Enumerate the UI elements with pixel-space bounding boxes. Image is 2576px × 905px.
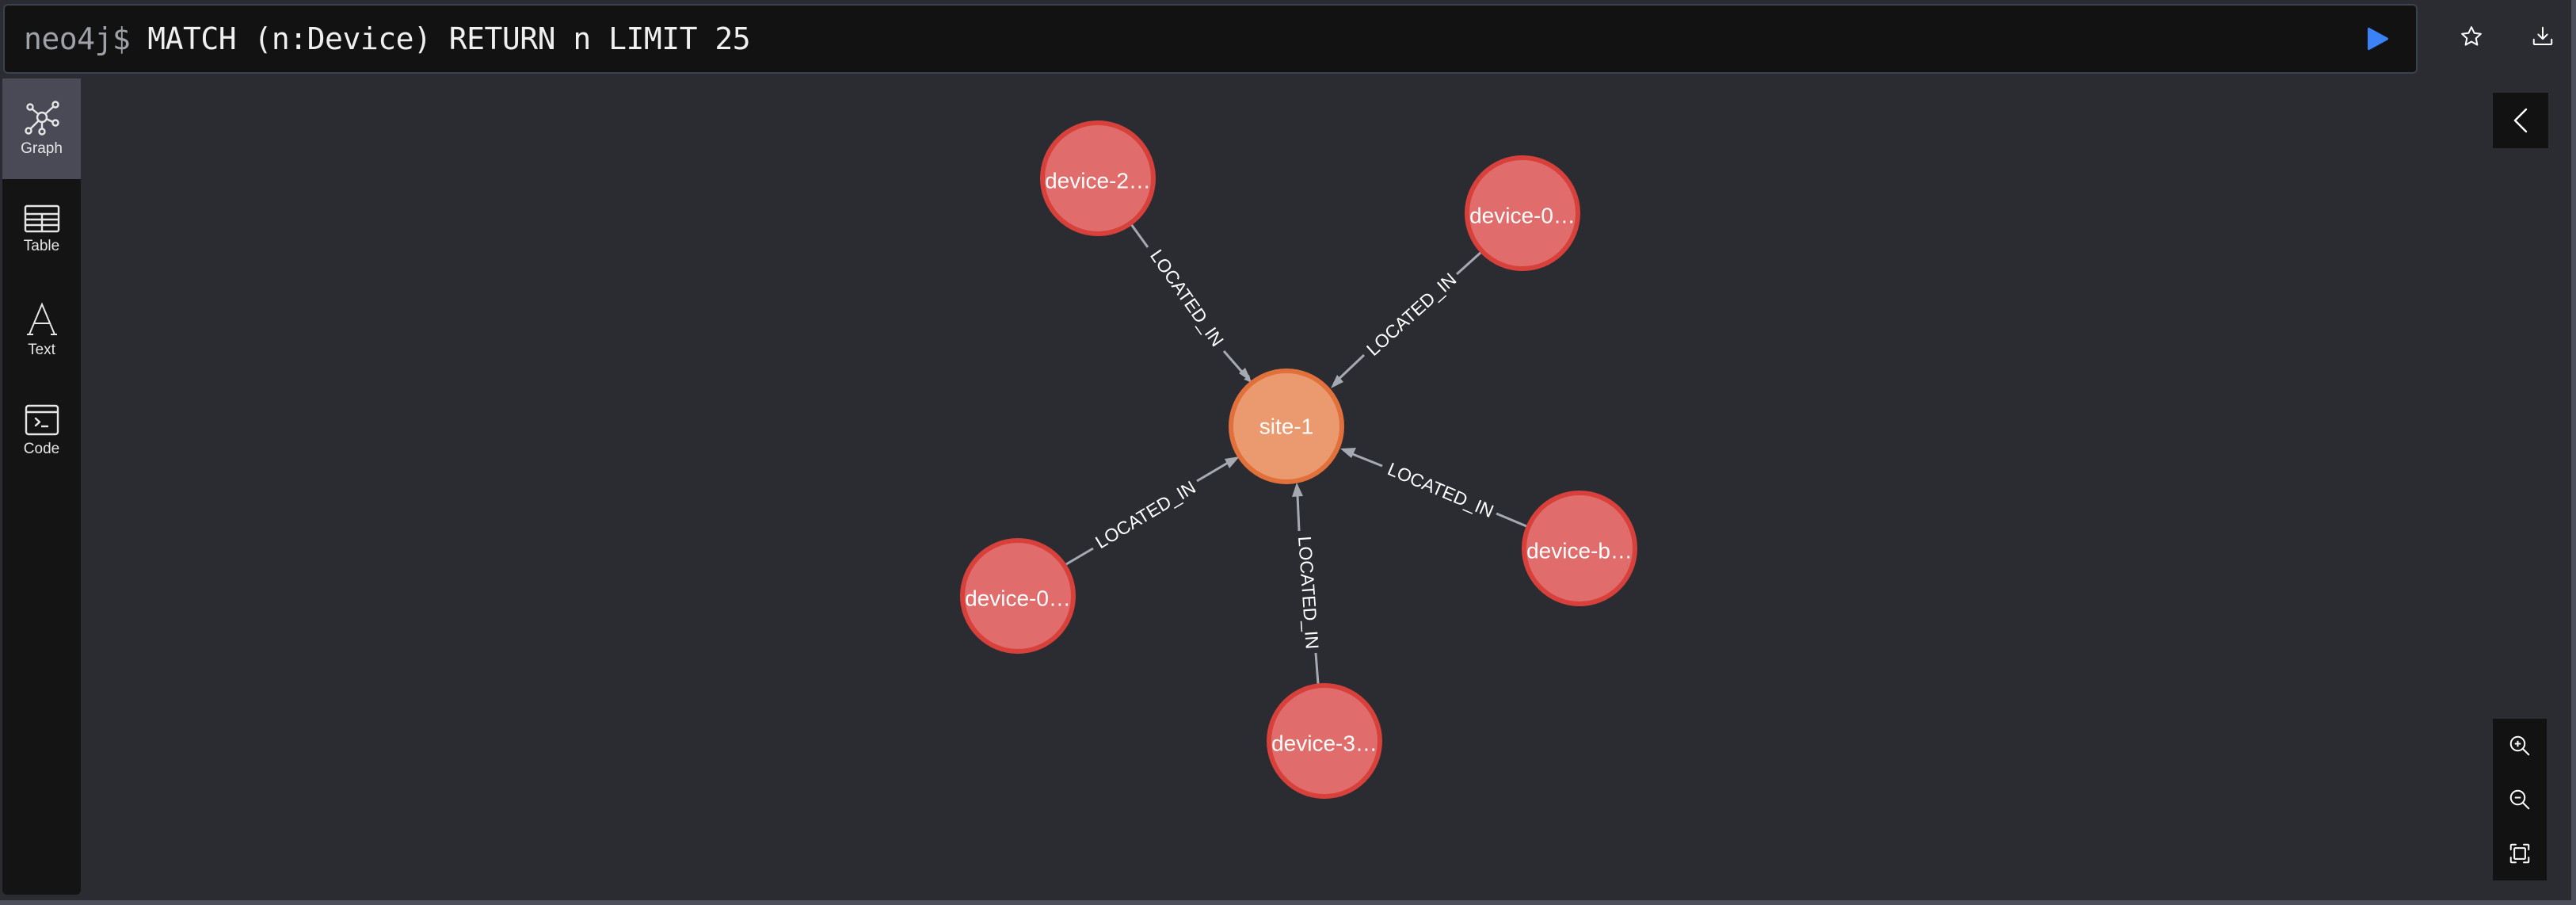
download-button[interactable] bbox=[2524, 17, 2562, 55]
sidebar-item-label: Graph bbox=[21, 139, 63, 157]
relationship-located-in[interactable]: LOCATED_IN bbox=[1340, 448, 1527, 528]
chevron-left-icon bbox=[2513, 108, 2528, 133]
node-label: site-1 bbox=[1259, 414, 1313, 438]
node-label: device-0… bbox=[965, 586, 1071, 610]
relationship-located-in[interactable]: LOCATED_IN bbox=[1331, 250, 1483, 388]
favorite-button[interactable] bbox=[2452, 17, 2490, 55]
zoom-in-button[interactable] bbox=[2501, 727, 2539, 765]
node-label: device-2… bbox=[1045, 168, 1151, 193]
graph-node-device[interactable]: device-3… bbox=[1267, 683, 1382, 799]
view-sidebar: Graph Table Text bbox=[2, 78, 81, 895]
graph-node-device[interactable]: device-0… bbox=[960, 538, 1076, 654]
node-label: device-0… bbox=[1469, 203, 1576, 227]
code-icon bbox=[25, 404, 59, 435]
sidebar-item-label: Table bbox=[23, 237, 60, 254]
right-edge bbox=[2571, 0, 2576, 905]
zoom-in-icon bbox=[2509, 735, 2530, 756]
sidebar-item-code[interactable]: Code bbox=[2, 380, 81, 481]
sidebar-item-text[interactable]: Text bbox=[2, 280, 81, 380]
zoom-out-icon bbox=[2509, 789, 2530, 810]
graph-node-device[interactable]: device-0… bbox=[1465, 155, 1580, 271]
play-icon bbox=[2368, 27, 2388, 51]
download-icon bbox=[2532, 26, 2553, 45]
relationship-label: LOCATED_IN bbox=[1385, 458, 1497, 521]
zoom-controls bbox=[2493, 719, 2547, 880]
relationship-located-in[interactable]: LOCATED_IN bbox=[1130, 223, 1252, 383]
sidebar-item-table[interactable]: Table bbox=[2, 179, 81, 280]
relationship-label: LOCATED_IN bbox=[1294, 536, 1323, 650]
query-prompt: neo4j$ bbox=[24, 21, 131, 56]
relationship-label: LOCATED_IN bbox=[1362, 269, 1460, 360]
graph-icon bbox=[24, 100, 59, 136]
graph-node-site[interactable]: site-1 bbox=[1229, 368, 1344, 484]
fit-to-screen-button[interactable] bbox=[2501, 834, 2539, 873]
node-label: device-b… bbox=[1526, 538, 1633, 563]
graph-node-device[interactable]: device-2… bbox=[1040, 120, 1156, 236]
graph-node-device[interactable]: device-b… bbox=[1522, 491, 1637, 606]
sidebar-item-label: Code bbox=[23, 440, 60, 457]
sidebar-item-graph[interactable]: Graph bbox=[2, 78, 81, 179]
sidebar-item-label: Text bbox=[28, 341, 55, 358]
relationship-label: LOCATED_IN bbox=[1092, 476, 1199, 552]
text-icon bbox=[26, 301, 57, 335]
relationship-located-in[interactable]: LOCATED_IN bbox=[1292, 483, 1323, 685]
bottom-edge bbox=[0, 900, 2576, 905]
relationship-label: LOCATED_IN bbox=[1146, 246, 1228, 350]
fit-to-screen-icon bbox=[2509, 843, 2530, 864]
table-icon bbox=[24, 204, 59, 232]
relationship-located-in[interactable]: LOCATED_IN bbox=[1065, 456, 1240, 566]
toggle-details-panel-button[interactable] bbox=[2493, 93, 2548, 148]
node-label: device-3… bbox=[1271, 731, 1378, 755]
query-input[interactable]: MATCH (n:Device) RETURN n LIMIT 25 bbox=[147, 21, 751, 56]
run-query-button[interactable] bbox=[2362, 23, 2394, 55]
star-icon bbox=[2461, 26, 2482, 46]
query-editor[interactable]: neo4j$ MATCH (n:Device) RETURN n LIMIT 2… bbox=[3, 4, 2418, 74]
zoom-out-button[interactable] bbox=[2501, 781, 2539, 819]
